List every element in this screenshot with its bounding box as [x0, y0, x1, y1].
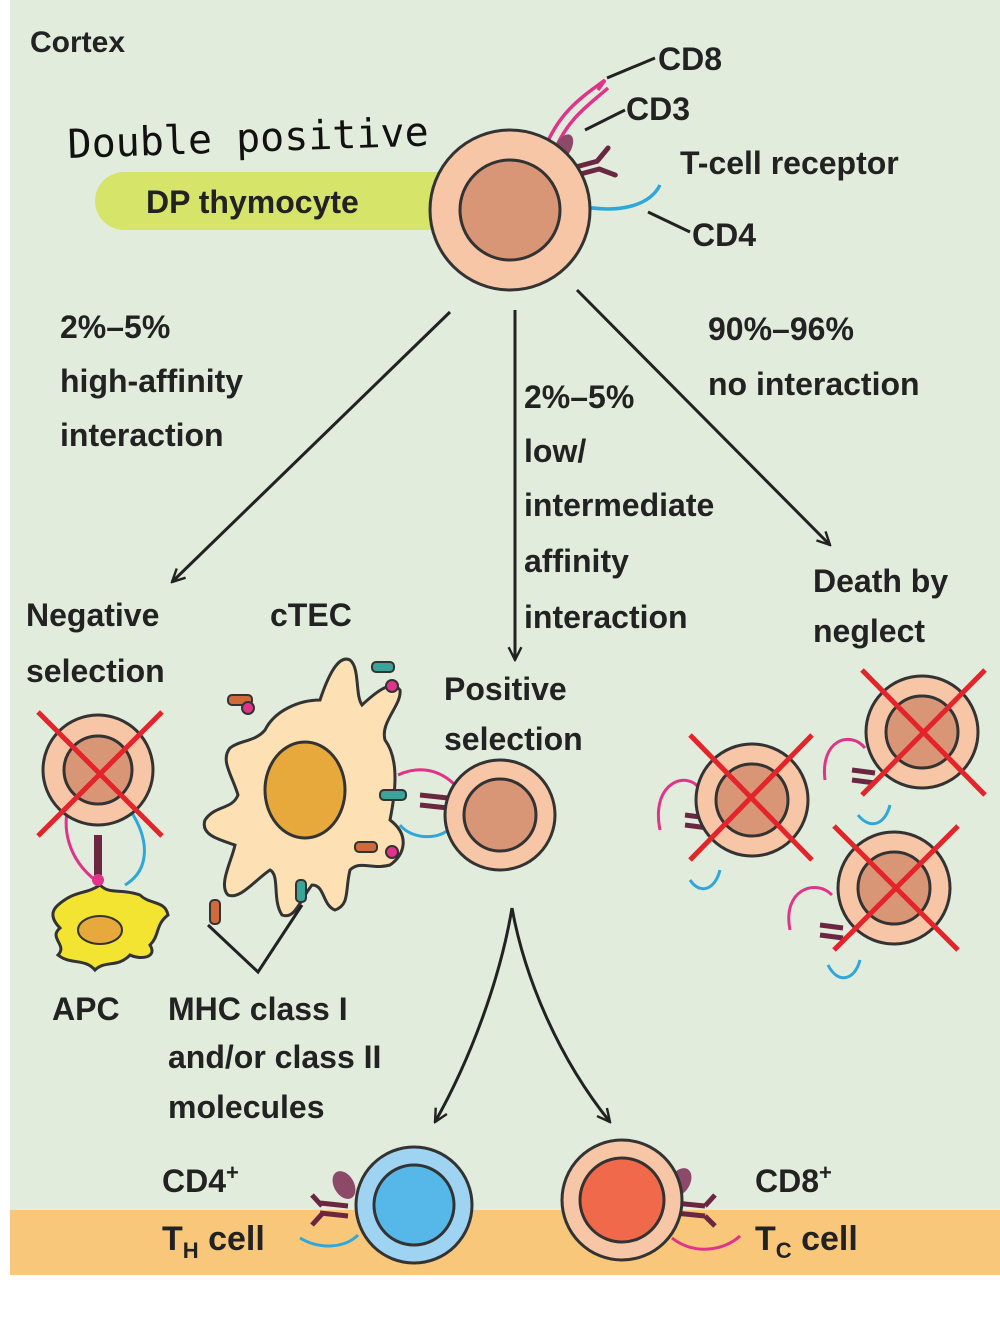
svg-text:90%–96%: 90%–96%: [708, 311, 854, 347]
arrow-neglect: [575, 288, 830, 545]
svg-text:low/: low/: [524, 433, 586, 469]
dp-inner: [458, 158, 562, 262]
negative-cell: [36, 710, 164, 887]
death-by-neglect-label: Death by neglect: [813, 563, 948, 649]
svg-text:selection: selection: [444, 721, 583, 757]
middle-path-label: 2%–5% low/ intermediate affinity interac…: [524, 379, 714, 635]
svg-text:Positive: Positive: [444, 671, 567, 707]
svg-text:high-affinity: high-affinity: [60, 363, 243, 399]
svg-text:2%–5%: 2%–5%: [60, 309, 170, 345]
svg-text:affinity: affinity: [524, 543, 629, 579]
cd8-label: CD8: [658, 41, 722, 77]
svg-text:MHC class I: MHC class I: [168, 991, 348, 1027]
neglect-cell-2: [823, 668, 987, 826]
svg-text:neglect: neglect: [813, 613, 925, 649]
medulla-band: [10, 1210, 1000, 1275]
positive-selection-label: Positive selection: [444, 671, 583, 757]
arrow-to-th: [435, 907, 514, 1122]
svg-text:no interaction: no interaction: [708, 366, 920, 402]
svg-text:Death by: Death by: [813, 563, 948, 599]
dp-thymocyte-cell: [428, 78, 662, 292]
neglect-cell-1: [656, 733, 814, 891]
dp-thymocyte-label: DP thymocyte: [146, 184, 359, 220]
mhc-pointer: [206, 904, 304, 975]
ctec-label: cTEC: [270, 597, 352, 633]
tcr-label: T-cell receptor: [680, 145, 899, 181]
th-cell-label: TH cell: [162, 1220, 265, 1263]
svg-text:molecules: molecules: [168, 1089, 325, 1125]
cd4-label: CD4: [692, 217, 756, 253]
neglect-cell-3: [787, 824, 960, 979]
tc-cell: [560, 1138, 742, 1262]
cd8-plus-label: CD8+: [755, 1160, 832, 1199]
arrow-negative: [172, 310, 452, 582]
th-cell: [299, 1145, 474, 1265]
cd8-receptor: [543, 78, 607, 149]
svg-text:interaction: interaction: [524, 599, 688, 635]
cd4-plus-label: CD4+: [162, 1160, 239, 1199]
svg-text:selection: selection: [26, 653, 165, 689]
arrow-to-tc: [510, 907, 610, 1122]
svg-text:Negative: Negative: [26, 597, 159, 633]
tc-cell-label: TC cell: [755, 1220, 858, 1263]
dp-highlight: [95, 172, 465, 230]
svg-text:2%–5%: 2%–5%: [524, 379, 634, 415]
apc-label: APC: [52, 991, 120, 1027]
left-path-label: 2%–5% high-affinity interaction: [60, 309, 243, 453]
right-path-label: 90%–96% no interaction: [708, 311, 920, 402]
ctec-cell: [202, 657, 407, 925]
svg-text:intermediate: intermediate: [524, 487, 714, 523]
svg-text:and/or class II: and/or class II: [168, 1039, 381, 1075]
negative-selection-label: Negative selection: [26, 597, 165, 689]
cortex-label: Cortex: [30, 26, 125, 59]
apc-cell: [51, 874, 170, 973]
ctec-nucleus: [263, 740, 347, 840]
cd3-label: CD3: [626, 91, 690, 127]
svg-text:interaction: interaction: [60, 417, 224, 453]
positive-cell: [397, 758, 557, 872]
mhc-label: MHC class I and/or class II molecules: [168, 991, 381, 1125]
